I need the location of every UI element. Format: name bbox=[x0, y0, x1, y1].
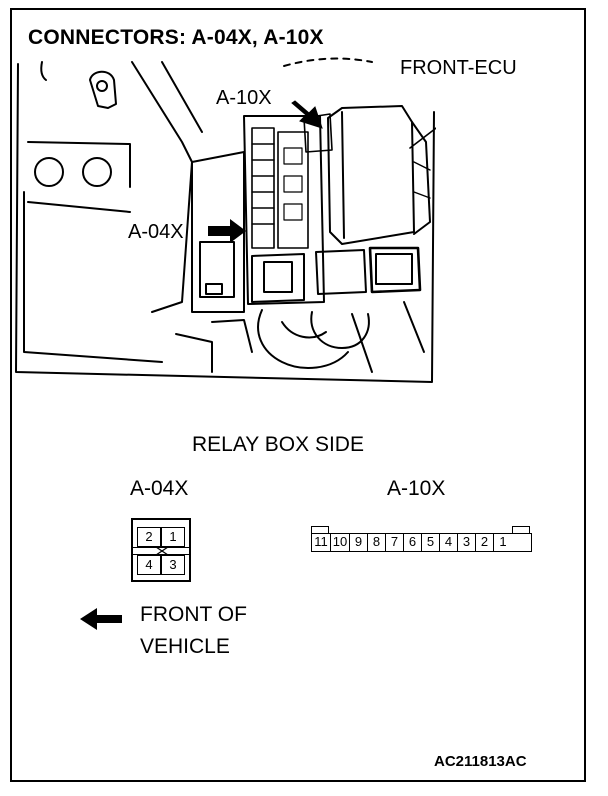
figure-id: AC211813AC bbox=[434, 753, 527, 770]
a10x-pin: 10 bbox=[331, 533, 350, 551]
front-ecu-housing bbox=[327, 105, 415, 245]
front-of-label: FRONT OF bbox=[140, 603, 247, 626]
a04x-pin: 1 bbox=[161, 527, 185, 547]
a10x-pin: 1 bbox=[499, 534, 507, 549]
a10x-pin: 11 bbox=[312, 533, 331, 551]
a10x-pin: 6 bbox=[404, 533, 422, 551]
a04x-key-mark bbox=[155, 546, 169, 556]
a04x-connector-face: 2 1 4 3 bbox=[131, 518, 191, 582]
panel-hole bbox=[34, 157, 64, 187]
a10x-pin: 5 bbox=[422, 533, 440, 551]
relay-box-illustration bbox=[15, 57, 436, 383]
a10x-view-label: A-10X bbox=[387, 477, 446, 500]
a10x-callout: A-10X bbox=[216, 87, 272, 109]
a04x-pin: 4 bbox=[137, 555, 161, 575]
body-panel-outline bbox=[15, 63, 435, 383]
front-ecu-callout: FRONT-ECU bbox=[398, 57, 519, 79]
panel-hole bbox=[82, 157, 112, 187]
front-ecu-leader bbox=[409, 127, 436, 149]
a04x-callout: A-04X bbox=[128, 221, 184, 243]
a10x-lock-right bbox=[512, 526, 530, 534]
a10x-pin: 2 bbox=[476, 533, 494, 551]
a10x-pin: 8 bbox=[368, 533, 386, 551]
a04x-view-label: A-04X bbox=[130, 477, 189, 500]
a10x-pin: 4 bbox=[440, 533, 458, 551]
a04x-latch bbox=[131, 547, 191, 555]
a04x-pin: 2 bbox=[137, 527, 161, 547]
a04x-pin: 3 bbox=[161, 555, 185, 575]
diagram-frame bbox=[10, 8, 586, 782]
a10x-pin: 3 bbox=[458, 533, 476, 551]
a10x-lock-left bbox=[311, 526, 329, 534]
relay-box-side-label: RELAY BOX SIDE bbox=[192, 433, 364, 456]
vehicle-label: VEHICLE bbox=[140, 635, 230, 658]
a10x-pin: 7 bbox=[386, 533, 404, 551]
a10x-pin: 9 bbox=[350, 533, 368, 551]
diagram-title: CONNECTORS: A-04X, A-10X bbox=[28, 26, 324, 49]
